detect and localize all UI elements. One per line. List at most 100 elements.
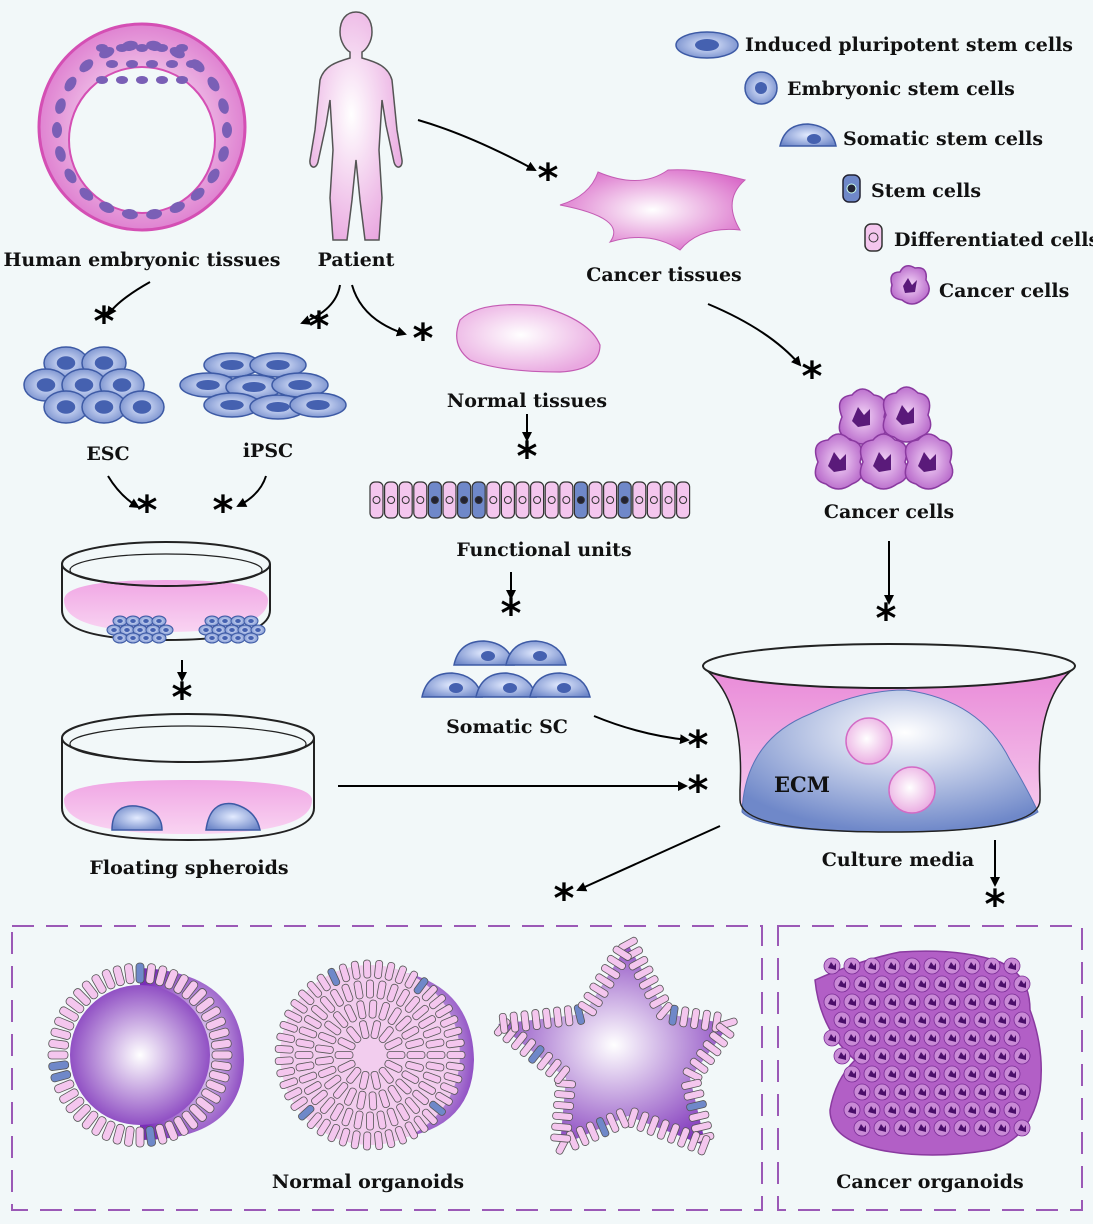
differentiated-cell [386,983,399,1003]
differentiated-cell [589,982,609,998]
step-marker: * [538,156,559,202]
differentiated-cell [679,1006,690,1028]
differentiated-cell [384,961,396,981]
cell-nucleus [216,628,222,632]
differentiated-cell [318,1031,337,1045]
differentiated-cell [298,1071,318,1084]
cell-nucleus [858,1124,866,1132]
cell-nucleus [1018,1124,1026,1132]
normal-organoid-cyst [47,962,244,1148]
cell-nucleus [958,980,966,988]
embryo-cell-nucleus [136,76,148,84]
differentiated-cell [422,1026,442,1039]
cell-nucleus [124,628,130,632]
differentiated-cell [330,988,344,1007]
differentiated-cell [689,1057,709,1074]
differentiated-cell [65,996,85,1014]
differentiated-cell [346,1066,362,1084]
differentiated-cell [54,1079,75,1094]
stem-cell [298,1104,315,1121]
differentiated-cell [341,983,354,1003]
cell-nucleus [852,407,870,427]
arrows [106,119,1000,892]
cell-nucleus [948,998,956,1006]
cell-nucleus [858,1088,866,1096]
differentiated-cell [333,1082,349,1099]
culture-bowl [702,643,1076,833]
cell-nucleus [635,496,644,504]
differentiated-cell [370,1020,382,1040]
differentiated-cell [551,1122,573,1132]
human-embryonic-tissues-label: Human embryonic tissues [3,249,280,271]
differentiated-cell [425,1061,445,1072]
cell-nucleus [878,1016,886,1024]
cell-nucleus [649,496,658,504]
differentiated-cell [639,975,659,990]
cell-nucleus [36,378,56,392]
embryo-cell-nucleus [156,76,168,84]
embryo-cell-nucleus [146,60,158,68]
differentiated-cell [709,1031,728,1048]
cell-nucleus [938,1052,946,1060]
differentiated-cell [59,1006,79,1022]
cell-nucleus [209,619,215,623]
differentiated-cell [279,1020,298,1033]
differentiated-cell [553,1006,563,1028]
cell-nucleus [978,980,986,988]
cell-nucleus [255,628,261,632]
cell-nucleus [968,998,976,1006]
differentiated-cell [295,1038,315,1049]
cell-nucleus [898,1052,906,1060]
cell-nucleus [988,1034,996,1042]
differentiated-cell [545,1058,562,1078]
differentiated-cell [337,1059,356,1073]
cell-nucleus [679,496,688,504]
differentiated-cell [341,1107,354,1127]
differentiated-cell [314,1056,334,1066]
step-marker: * [985,882,1006,928]
legend-somatic-label: Somatic stem cells [843,128,1043,150]
culture-dish-top [61,541,271,644]
embryo-cell-nucleus [99,201,115,213]
differentiated-cell [73,1104,91,1122]
cell-nucleus [620,496,629,504]
differentiated-cell [189,1104,207,1122]
differentiated-cell [418,1081,437,1095]
embryo-cell-nucleus [186,60,198,68]
differentiated-cell [164,969,179,990]
cell-nucleus [938,1124,946,1132]
differentiated-cell [319,1097,336,1114]
differentiated-cell [327,1123,341,1143]
embryo-cell-nucleus [52,122,62,138]
differentiated-cell [646,1115,660,1136]
differentiated-cell [378,1066,394,1084]
normal-organoid-star [493,936,738,1156]
cell-nucleus [858,1016,866,1024]
cell-nucleus [968,1106,976,1114]
differentiated-cell [338,963,351,983]
cell-nucleus [196,379,220,391]
cell-nucleus [998,1052,1006,1060]
cell-nucleus [958,1088,966,1096]
legend: Induced pluripotent stem cells Embryonic… [675,31,1093,305]
differentiated-cell [633,965,654,980]
cell-nucleus [56,356,76,370]
differentiated-cell [356,1090,367,1110]
differentiated-cell [687,1131,701,1152]
cell-nucleus [1008,1034,1016,1042]
differentiated-cell [554,1090,575,1100]
cell-nucleus [848,1106,856,1114]
cell-nucleus [562,496,571,504]
differentiated-cell [334,1051,354,1059]
cell-nucleus [978,1016,986,1024]
embryo-cell-nucleus [55,146,66,162]
cell-nucleus [220,399,244,411]
differentiated-cell [376,980,387,1000]
floating-spheroids-label: Floating spheroids [89,857,288,879]
differentiated-cell [421,1108,438,1125]
differentiated-cell [649,994,670,1009]
spheroid [111,805,163,831]
somatic-sc-label: Somatic SC [446,716,568,738]
cell-nucleus [878,1052,886,1060]
cell-nucleus [918,980,926,988]
